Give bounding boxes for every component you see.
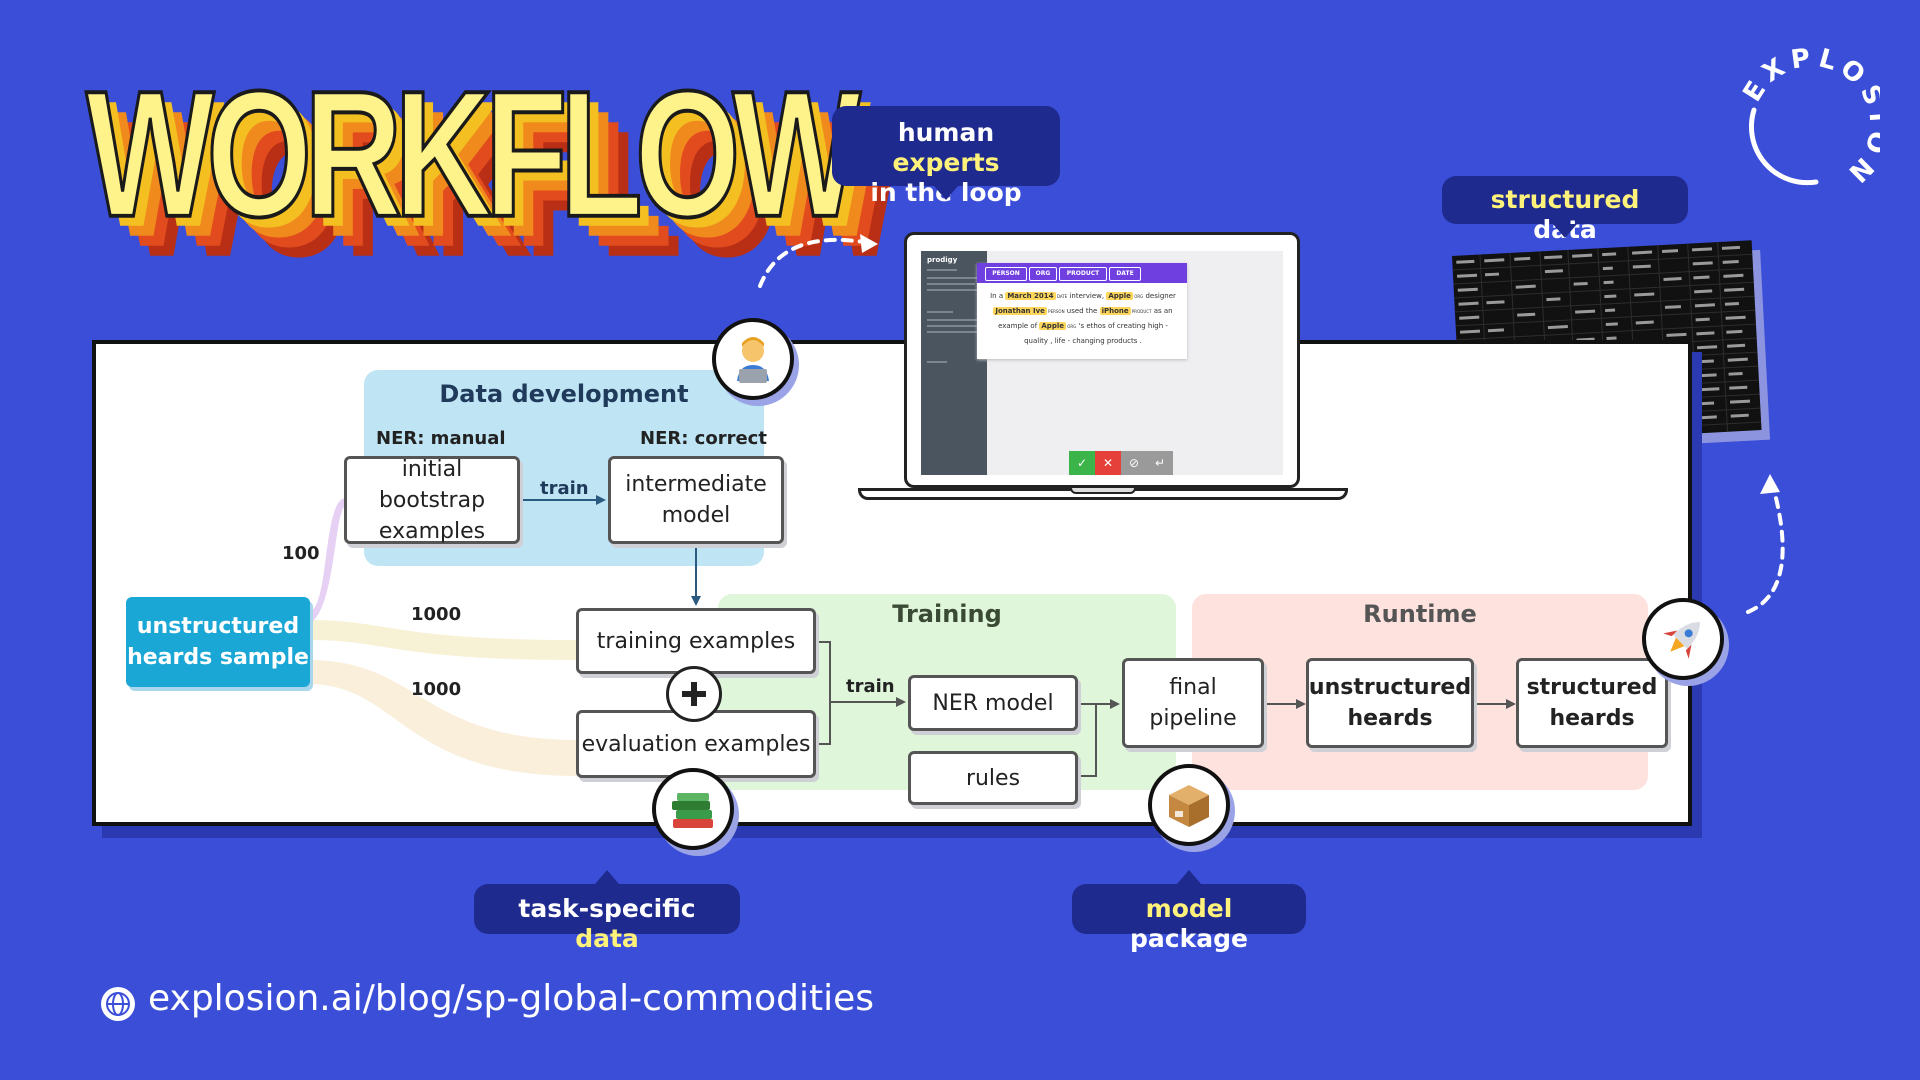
- badge-model-package: [1148, 764, 1230, 846]
- blog-url[interactable]: explosion.ai/blog/sp-global-commodities: [148, 978, 875, 1019]
- title-shadow-4: WORKFLOW: [126, 93, 901, 295]
- prodigy-laptop: prodigy PERSON ORG PRODUCT DATE: [858, 232, 1348, 518]
- person-laptop-icon: [737, 337, 769, 383]
- prodigy-brand: prodigy: [927, 256, 958, 264]
- label-train-1: train: [540, 478, 589, 499]
- rocket-icon: [1663, 622, 1700, 659]
- accept-button[interactable]: ✓: [1069, 451, 1095, 475]
- label-ner-correct: NER: correct: [640, 428, 767, 449]
- globe-icon: [101, 987, 135, 1021]
- badge-runtime-rocket: [1642, 598, 1724, 680]
- title-shadow-2: WORKFLOW: [106, 73, 881, 275]
- label-model-package: model package: [1072, 870, 1306, 953]
- node-ner-model: NER model: [908, 675, 1078, 731]
- tag-org[interactable]: ORG: [1029, 267, 1057, 281]
- annotation-card: PERSON ORG PRODUCT DATE In a March 2014 …: [977, 263, 1187, 359]
- region-title-training: Training: [892, 600, 1002, 628]
- node-rules: rules: [908, 751, 1078, 805]
- label-train-2: train: [846, 676, 895, 697]
- badge-task-specific-data: [652, 768, 734, 850]
- title-shadow-1: WORKFLOW: [96, 63, 871, 265]
- count-1000-training: 1000: [411, 604, 462, 625]
- label-structured-data: structured data: [1442, 176, 1688, 244]
- node-training-examples: training examples: [576, 608, 816, 674]
- laptop-screen: prodigy PERSON ORG PRODUCT DATE: [921, 251, 1283, 475]
- explosion-logo: EXPLOSION: [1738, 43, 1880, 192]
- annotation-text: In a March 2014 DATE interview, Apple OR…: [990, 292, 1176, 345]
- dashed-arrow-to-laptop: [758, 234, 878, 288]
- reject-button[interactable]: ✕: [1095, 451, 1121, 475]
- count-1000-evaluation: 1000: [411, 679, 462, 700]
- tag-product[interactable]: PRODUCT: [1059, 267, 1107, 281]
- title-text: WORKFLOW: [85, 53, 863, 255]
- tag-date[interactable]: DATE: [1109, 267, 1141, 281]
- label-human-experts: human experts in the loop: [832, 106, 1060, 207]
- package-icon: [1169, 785, 1209, 827]
- workflow-title: WORKFLOW WORKFLOW WORKFLOW WORKFLOW WORK…: [85, 62, 901, 314]
- label-task-specific-data: task-specific data: [474, 870, 740, 953]
- title-shadow-3: WORKFLOW: [116, 83, 891, 285]
- region-title-runtime: Runtime: [1363, 600, 1477, 628]
- laptop-notch: [1070, 488, 1136, 494]
- prodigy-sidebar: prodigy: [921, 251, 987, 475]
- region-title-data-development: Data development: [439, 380, 689, 408]
- count-100: 100: [282, 543, 320, 564]
- laptop-screen-frame: prodigy PERSON ORG PRODUCT DATE: [904, 232, 1300, 488]
- dashed-arrow-to-table: [1746, 474, 1785, 614]
- books-icon: [672, 793, 713, 828]
- label-ner-manual: NER: manual: [376, 428, 506, 449]
- tag-person[interactable]: PERSON: [985, 267, 1027, 281]
- plus-icon: [666, 666, 722, 722]
- ignore-button[interactable]: ⊘: [1121, 451, 1147, 475]
- undo-button[interactable]: ↵: [1147, 451, 1173, 475]
- label-tag-bar: PERSON ORG PRODUCT DATE: [977, 263, 1187, 283]
- badge-human-expert: [712, 318, 794, 400]
